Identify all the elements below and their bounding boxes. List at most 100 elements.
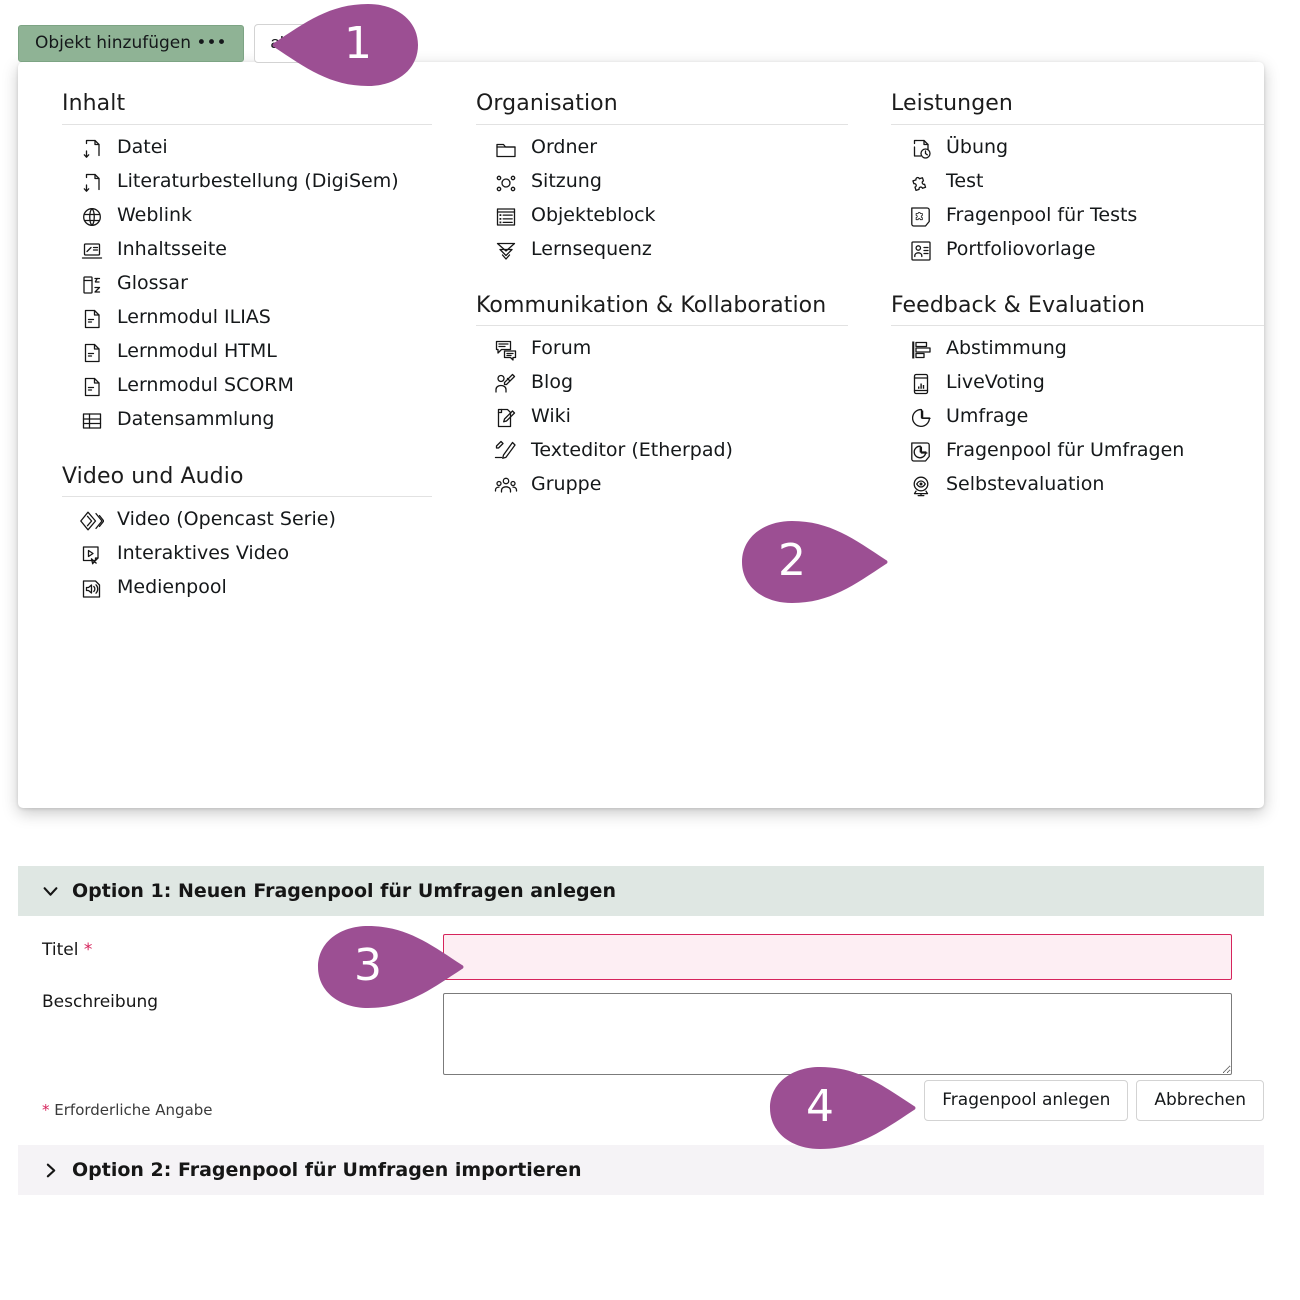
menu-item-literaturbestellung-digisem[interactable]: Literaturbestellung (DigiSem) [62,165,432,199]
chevron-down-icon [42,883,59,900]
self-evaluation-eye-icon [909,474,933,498]
menu-item-forum[interactable]: Forum [476,332,848,366]
menu-item-fragenpool-fuer-tests[interactable]: Fragenpool für Tests [891,199,1264,233]
menu-item-glossar[interactable]: Glossar [62,267,432,301]
submit-button[interactable]: Fragenpool anlegen [924,1080,1129,1121]
callout-number-4: 4 [806,1081,834,1132]
menu-item-sitzung[interactable]: Sitzung [476,165,848,199]
menu-item-ordner[interactable]: Ordner [476,131,848,165]
menu-item-datensammlung[interactable]: Datensammlung [62,403,432,437]
menu-item-label: Test [946,169,984,192]
menu-item-lernmodul-scorm[interactable]: Lernmodul SCORM [62,369,432,403]
menu-item-label: Datei [117,135,168,158]
video-series-icon [80,509,104,533]
session-icon [494,171,518,195]
callout-number-1: 1 [344,18,372,69]
callout-marker-3: 3 [318,924,468,1010]
callout-marker-1: 1 [268,2,418,88]
option1-body: Titel * Beschreibung * Erforderliche Ang… [18,916,1264,1131]
exercise-clock-icon [909,137,933,161]
media-pool-icon [80,577,104,601]
menu-group-divider [891,123,1264,125]
menu-item-lernmodul-ilias[interactable]: Lernmodul ILIAS [62,301,432,335]
forum-icon [494,338,518,362]
menu-item-label: Interaktives Video [117,542,290,564]
cancel-button[interactable]: Abbrechen [1136,1080,1264,1121]
menu-item-label: Selbstevaluation [946,473,1105,496]
menu-item-texteditor-etherpad[interactable]: Texteditor (Etherpad) [476,434,848,468]
menu-item-test[interactable]: Test [891,165,1264,199]
menu-item-fragenpool-fuer-umfragen[interactable]: Fragenpool für Umfragen [891,434,1264,468]
description-label: Beschreibung [42,992,159,1012]
portfolio-template-icon [909,239,933,263]
menu-item-medienpool[interactable]: Medienpool [62,571,432,605]
menu-item-datei[interactable]: Datei [62,131,432,165]
menu-group-divider [62,496,432,497]
menu-item-label: Lernsequenz [531,237,652,260]
menu-group-divider [62,123,432,125]
interactive-video-icon [80,543,104,567]
menu-item-label: Glossar [117,271,188,294]
add-object-button[interactable]: Objekt hinzufügen ••• [18,24,244,63]
globe-icon [80,205,104,229]
menu-item-selbstevaluation[interactable]: Selbstevaluation [891,468,1264,502]
folder-icon [494,137,518,161]
menu-item-wiki[interactable]: Wiki [476,400,848,434]
wiki-icon [494,406,518,430]
menu-item-video-opencast-serie[interactable]: Video (Opencast Serie) [62,503,432,537]
menu-item-label: Abstimmung [946,337,1067,360]
menu-item-label: Medienpool [117,576,227,598]
poll-bars-icon [909,338,933,362]
menu-item-label: Gruppe [531,473,602,496]
object-block-icon [494,205,518,229]
menu-item-uebung[interactable]: Übung [891,131,1264,165]
menu-group-title: Organisation [476,91,618,116]
learning-sequence-icon [494,239,518,263]
option2-header[interactable]: Option 2: Fragenpool für Umfragen import… [18,1145,1264,1195]
menu-item-abstimmung[interactable]: Abstimmung [891,332,1264,366]
menu-item-weblink[interactable]: Weblink [62,199,432,233]
menu-item-label: Datensammlung [117,407,275,430]
menu-item-livevoting[interactable]: LiveVoting [891,366,1264,400]
menu-item-label: Fragenpool für Umfragen [946,439,1185,462]
title-label: Titel * [42,940,93,960]
survey-pie-icon [909,406,933,430]
menu-item-umfrage[interactable]: Umfrage [891,400,1264,434]
menu-group-title: Video und Audio [62,463,244,489]
menu-item-label: Übung [946,135,1009,158]
title-input[interactable] [443,934,1232,980]
menu-item-label: LiveVoting [946,371,1045,394]
menu-item-label: Ordner [531,135,598,158]
menu-item-label: Forum [531,337,592,360]
description-textarea[interactable] [443,993,1232,1075]
menu-item-objekteblock[interactable]: Objekteblock [476,199,848,233]
menu-item-label: Video (Opencast Serie) [117,508,336,530]
menu-group-title: Inhalt [62,91,126,116]
menu-item-lernmodul-html[interactable]: Lernmodul HTML [62,335,432,369]
option1-header[interactable]: Option 1: Neuen Fragenpool für Umfragen … [18,866,1264,916]
glossary-az-icon [80,273,104,297]
menu-item-label: Literaturbestellung (DigiSem) [117,169,399,192]
etherpad-icon [494,440,518,464]
menu-item-inhaltsseite[interactable]: Inhaltsseite [62,233,432,267]
callout-marker-2: 2 [742,519,892,605]
create-question-pool-form: Option 1: Neuen Fragenpool für Umfragen … [18,866,1264,1195]
option1-header-label: Option 1: Neuen Fragenpool für Umfragen … [72,880,616,902]
learning-module-icon [80,375,104,399]
file-download-icon [80,137,104,161]
menu-item-interaktives-video[interactable]: Interaktives Video [62,537,432,571]
menu-item-blog[interactable]: Blog [476,366,848,400]
learning-module-icon [80,341,104,365]
menu-item-gruppe[interactable]: Gruppe [476,468,848,502]
menu-item-portfoliovorlage[interactable]: Portfoliovorlage [891,233,1264,267]
menu-item-lernsequenz[interactable]: Lernsequenz [476,233,848,267]
callout-number-3: 3 [354,940,382,991]
question-pool-tests-icon [909,205,933,229]
puzzle-icon [909,171,933,195]
question-pool-surveys-icon [909,440,933,464]
form-button-row: Fragenpool anlegen Abbrechen [924,1080,1264,1121]
menu-group-title: Leistungen [891,91,1013,116]
